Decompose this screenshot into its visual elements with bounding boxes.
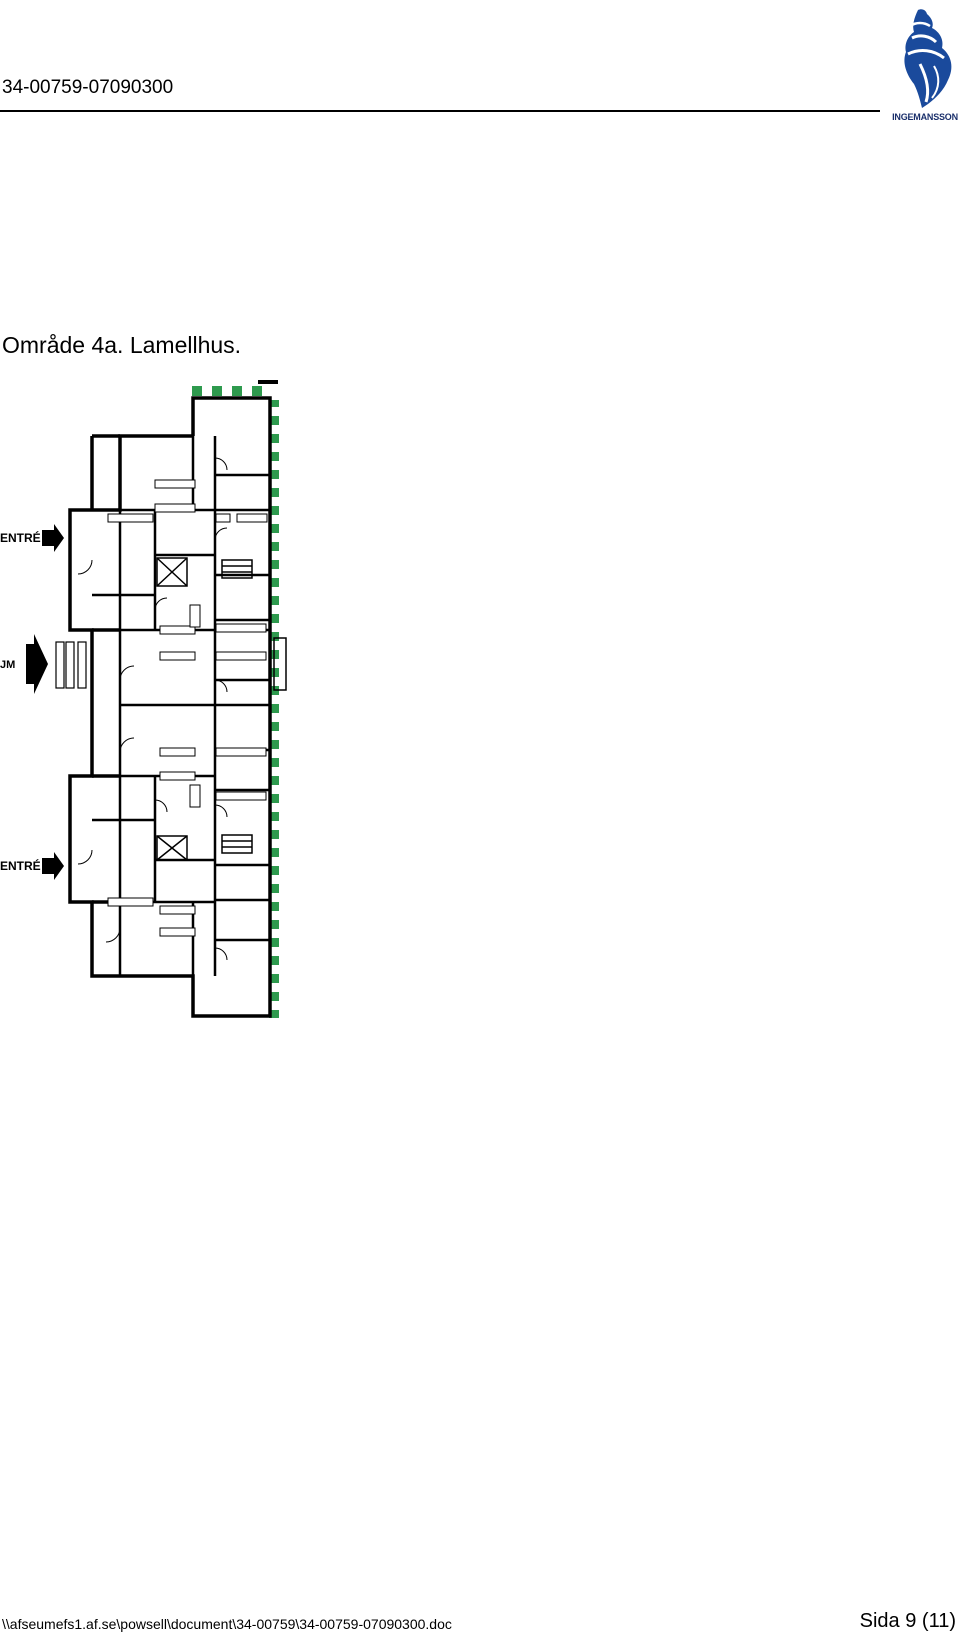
footer-file-path: \\afseumefs1.af.se\powsell\document\34-0… xyxy=(2,1616,452,1632)
floor-plan-drawing: ENTRÉ ENTRÉ JM xyxy=(0,380,287,1018)
section-heading: Område 4a. Lamellhus. xyxy=(2,332,242,358)
green-facade-marker xyxy=(269,400,279,1018)
footer-page-number: Sida 9 (11) xyxy=(859,1610,956,1632)
logo-text: INGEMANSSON xyxy=(892,112,958,122)
side-label: JM xyxy=(0,659,15,671)
top-markers xyxy=(192,386,262,396)
shell-logo-icon xyxy=(904,9,952,108)
floor-plan-figure: ENTRÉ ENTRÉ JM xyxy=(0,380,300,1060)
entry-label-lower: ENTRÉ xyxy=(0,858,41,873)
header-divider xyxy=(0,110,880,112)
document-number: 34-00759-07090300 xyxy=(2,77,174,98)
entry-label-upper: ENTRÉ xyxy=(0,530,41,545)
company-logo: INGEMANSSON xyxy=(892,4,958,124)
